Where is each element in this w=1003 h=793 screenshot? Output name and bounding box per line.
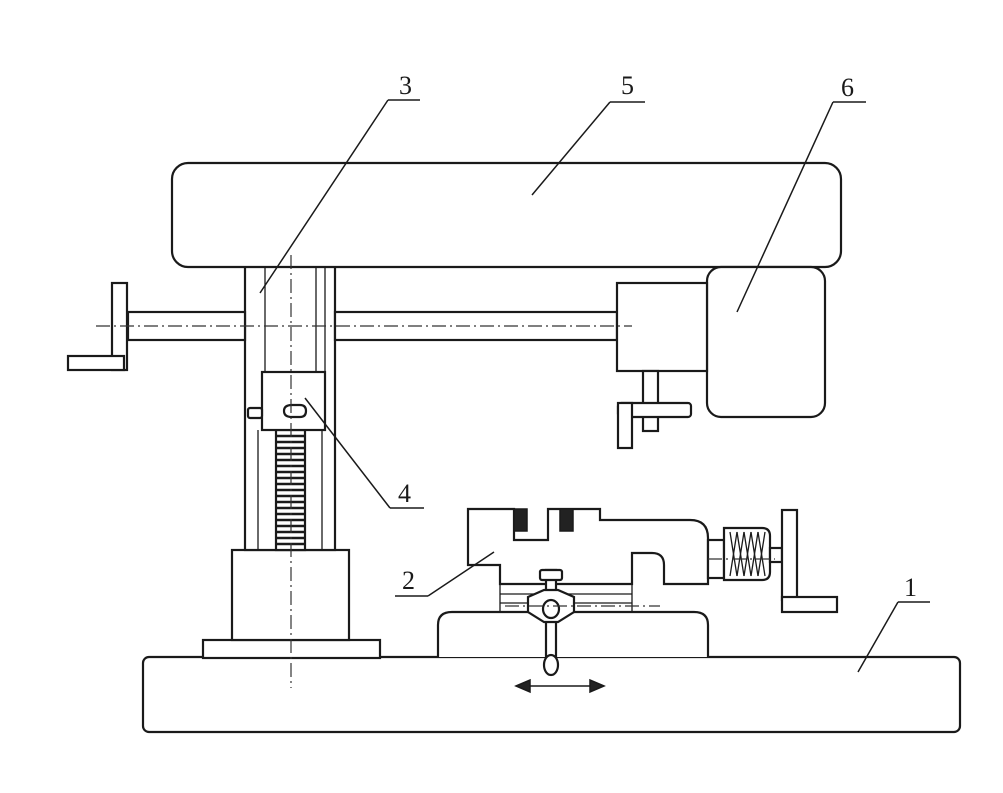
vise-clamp-handle (526, 568, 576, 677)
drill-head (615, 265, 827, 450)
callout-vise: 2 (402, 566, 415, 595)
arm (170, 161, 843, 269)
leader-lines (259, 99, 930, 673)
callout-base: 1 (904, 573, 917, 602)
vise (466, 507, 839, 614)
callout-column: 3 (399, 71, 412, 100)
travel-arrow (514, 678, 606, 694)
callout-head: 6 (841, 73, 854, 102)
base-plate (141, 610, 962, 734)
clamp-block (246, 370, 327, 432)
callout-clamp-block: 4 (398, 479, 411, 508)
center-lines (96, 255, 775, 688)
callout-arm: 5 (621, 71, 634, 100)
